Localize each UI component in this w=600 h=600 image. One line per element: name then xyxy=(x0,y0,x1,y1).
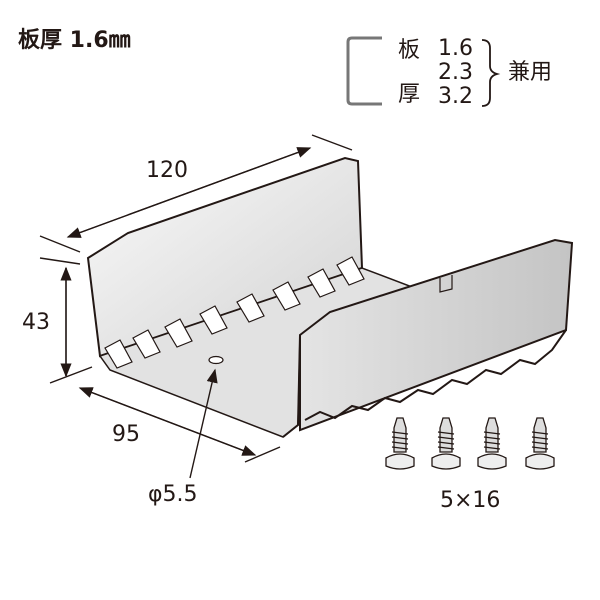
channel-profile-icon xyxy=(346,36,382,106)
screw-icon xyxy=(477,417,507,470)
screw-spec: 5×16 xyxy=(440,488,501,513)
thickness-value: 3.2 xyxy=(438,84,473,109)
thickness-value: 2.3 xyxy=(438,60,473,85)
screws xyxy=(385,417,555,470)
length-dimension: 120 xyxy=(146,158,188,183)
screw-icon xyxy=(525,417,555,470)
legend-label-top: 板 xyxy=(398,38,421,63)
plate-thickness-title: 板厚 1.6㎜ xyxy=(18,28,131,53)
slots xyxy=(104,256,365,369)
hole-diameter: φ5.5 xyxy=(148,482,198,507)
bracket-front-wall xyxy=(282,238,574,438)
brace-icon xyxy=(481,39,501,107)
screw-icon xyxy=(385,417,415,470)
legend-label-bottom: 厚 xyxy=(398,82,421,107)
mounting-hole xyxy=(208,355,224,365)
height-dimension: 43 xyxy=(22,310,50,335)
width-dimension: 95 xyxy=(112,422,140,447)
thickness-value: 1.6 xyxy=(438,36,473,61)
screw-icon xyxy=(431,417,461,470)
shared-use-label: 兼用 xyxy=(508,60,553,85)
hole-leader-line xyxy=(189,368,218,479)
